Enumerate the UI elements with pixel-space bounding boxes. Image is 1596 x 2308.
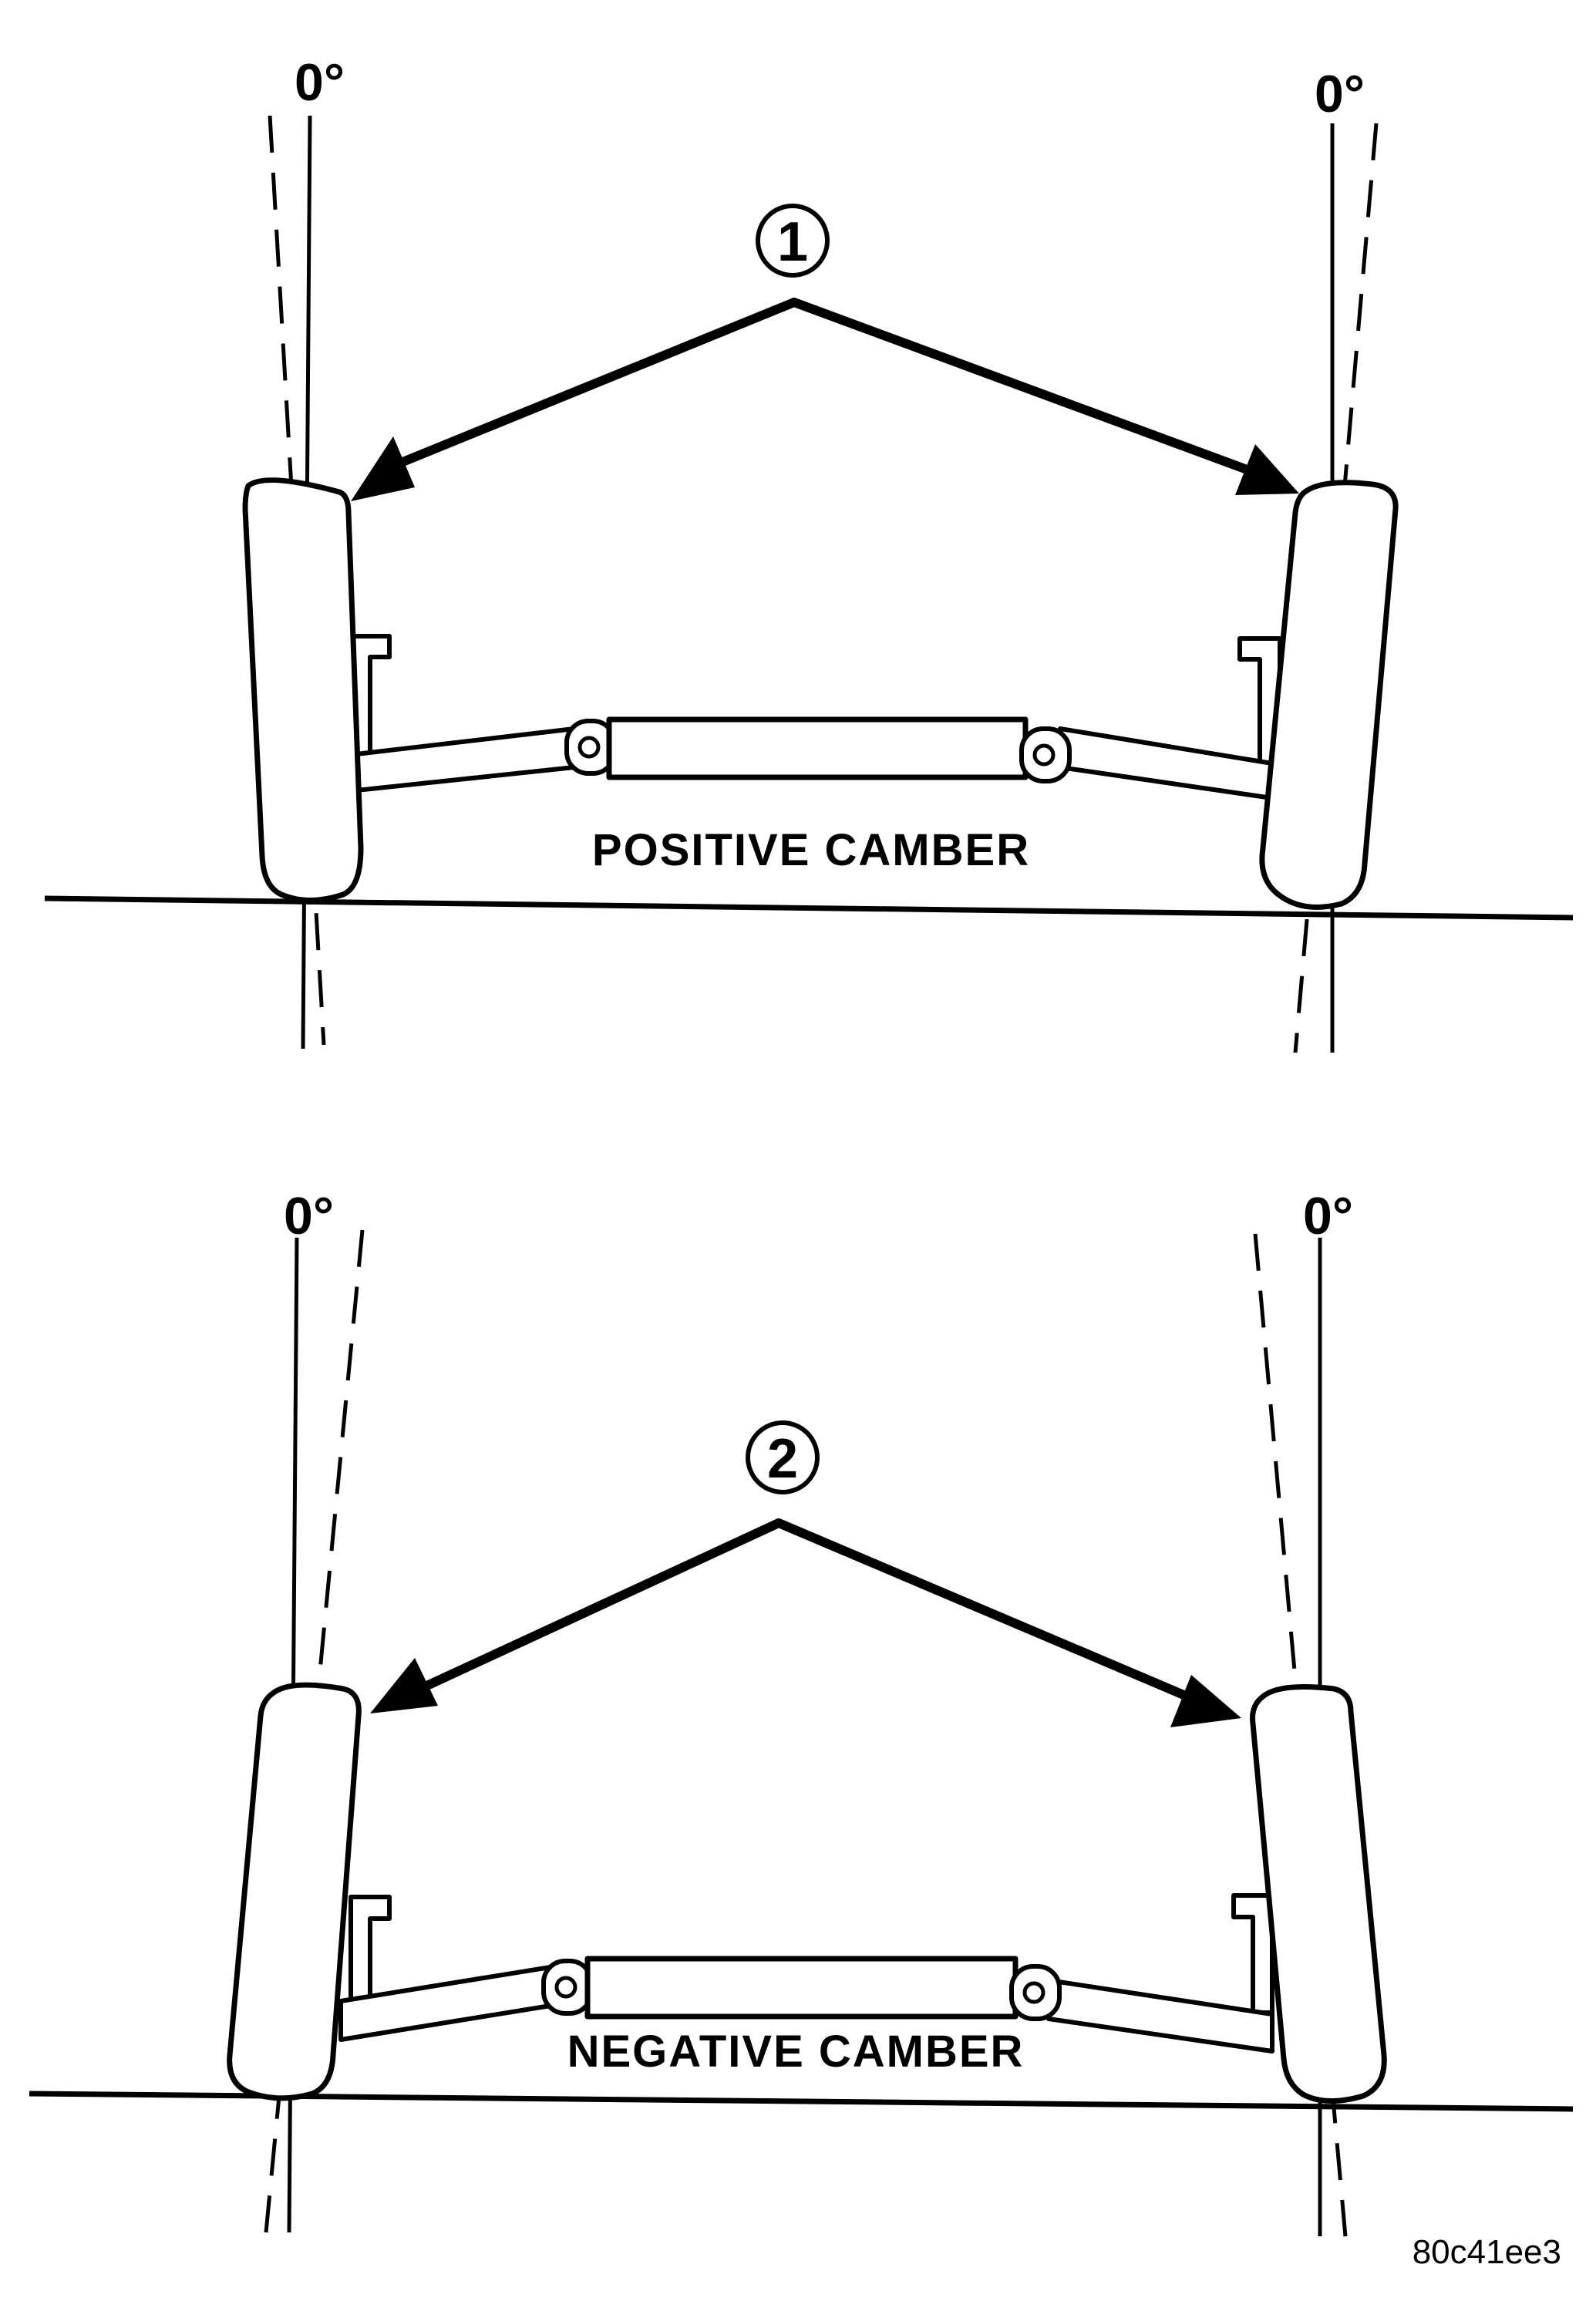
control-arm-left-top [354, 726, 577, 793]
knuckle-bracket-right-bottom [1231, 1893, 1274, 2015]
leader-left-bottom [416, 1518, 783, 1693]
degree-label-right-top: 0° [1315, 65, 1365, 123]
callout-circle-top [756, 204, 830, 278]
leader-right-top [790, 298, 1254, 475]
wheel-left-top [242, 477, 364, 903]
caption-negative-camber: NEGATIVE CAMBER [567, 2027, 1025, 2077]
callout-circle-bottom [746, 1420, 820, 1494]
degree-label-left-top: 0° [295, 53, 345, 112]
control-arm-right-bottom [1046, 1978, 1274, 2054]
tie-rod-assembly-top [564, 716, 1072, 783]
degree-label-right-bottom: 0° [1303, 1187, 1353, 1245]
arrowhead-right-bottom [1170, 1675, 1241, 1727]
control-arm-right-top [1058, 726, 1274, 800]
degree-label-left-bottom: 0° [284, 1187, 334, 1245]
caption-positive-camber: POSITIVE CAMBER [592, 825, 1030, 875]
leader-left-top [396, 298, 799, 467]
negative-camber-panel: 2 0° 0° NEGATIVE CAMBER [29, 1187, 1574, 2237]
leader-right-bottom [774, 1518, 1192, 1701]
arrowhead-left-bottom [370, 1658, 438, 1713]
callout-number-bottom: 2 [767, 1428, 798, 1490]
tie-rod-assembly-bottom [541, 1956, 1062, 2021]
control-arm-left-bottom [338, 1964, 557, 2042]
wheel-right-bottom [1250, 1684, 1387, 2104]
wheel-right-top [1259, 480, 1399, 910]
arrowhead-right-top [1235, 444, 1299, 495]
arrowhead-left-top [351, 436, 415, 501]
callout-number-top: 1 [777, 211, 808, 273]
wheel-left-bottom [227, 1682, 362, 2101]
positive-camber-panel: 1 0° 0° POSITIVE CAMBER [44, 53, 1574, 1053]
figure-code: 80c41ee3 [1412, 2233, 1561, 2271]
